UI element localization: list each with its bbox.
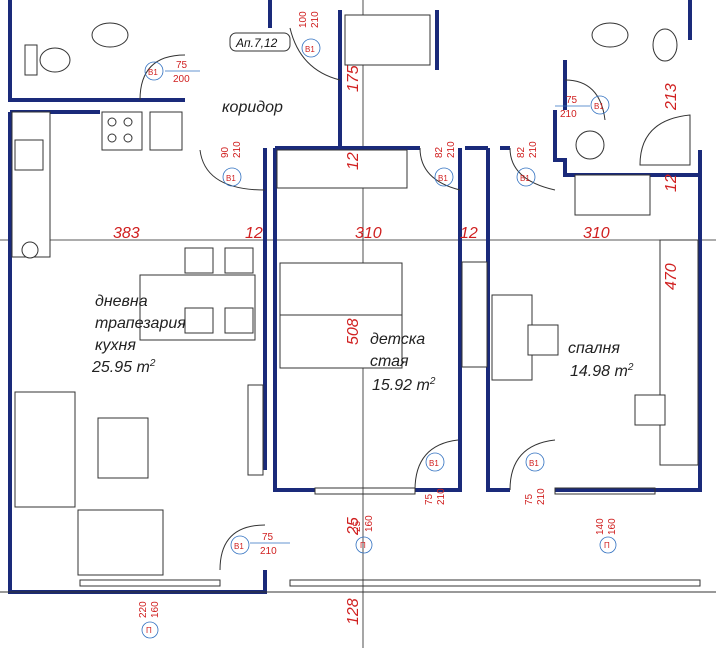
win-living-h: 160 [150,601,161,618]
living-label-3: кухня [95,337,136,354]
dim-383: 383 [113,225,140,242]
window-frames [0,487,716,593]
bathroom-fixtures [24,14,691,166]
dim-310a: 310 [355,225,382,242]
dining-set [139,247,256,341]
win-kids-h: 160 [364,515,375,532]
room-labels: коридор дневна трапезария кухня 25.95 m2… [91,99,634,394]
door-living-balcony-w: 75 [262,532,274,543]
tag-kitchen: B1 [226,174,236,183]
kids-label-2: стая [370,353,409,370]
door-top-h: 210 [310,11,321,28]
bedroom-label: спалня [568,340,620,357]
tag-kids-balcony: B1 [429,459,439,468]
win-living-w: 220 [138,601,149,618]
dim-25: 25 [345,517,362,536]
door-wc-h: 200 [173,74,190,85]
door-kids-w: 82 [434,146,445,158]
door-kids-balcony-w: 75 [424,493,435,505]
kids-area: 15.92 m2 [372,376,436,394]
tag-bath: B1 [594,102,604,111]
door-kitchen-w: 90 [220,146,231,158]
tag-living-balcony: B1 [234,542,244,551]
tag-win-kids: П [360,541,366,550]
door-annotations: 100 210 B1 75 200 B1 75 210 B1 90 210 B1… [138,11,618,639]
living-area: 25.95 m2 [91,358,156,376]
dim-508: 508 [345,318,362,345]
door-bed-h: 210 [528,141,539,158]
kitchen-furniture [11,111,183,259]
living-label-2: трапезария [95,315,186,332]
door-bed-balcony-h: 210 [536,488,547,505]
dim-470: 470 [663,263,680,290]
kids-label-1: детска [370,331,425,348]
door-top-w: 100 [298,11,309,28]
corridor-label: коридор [222,99,283,116]
dim-128: 128 [345,598,362,625]
dim-310b: 310 [583,225,610,242]
tag-bed-balcony: B1 [529,459,539,468]
door-swings [139,27,606,571]
door-bath-w: 75 [566,95,578,106]
dim-213: 213 [663,83,680,111]
dim-12a: 12 [245,225,263,242]
door-bath-h: 210 [560,109,577,120]
dimension-labels: 383 12 310 12 310 175 213 12 12 470 508 … [113,65,680,625]
apartment-label-text: Ап.7,12 [235,36,278,50]
door-kids-h: 210 [446,141,457,158]
tag-win-living: П [146,626,152,635]
dim-12c: 12 [345,152,362,170]
tag-bed: B1 [520,174,530,183]
door-wc-w: 75 [176,60,188,71]
door-bed-balcony-w: 75 [524,493,535,505]
bedroom-area: 14.98 m2 [570,362,634,380]
win-kids-w: 25 [352,520,363,532]
win-bed-w: 140 [595,518,606,535]
dim-12d: 12 [663,174,680,192]
tag-kids: B1 [438,174,448,183]
door-living-balcony-h: 210 [260,546,277,557]
door-kids-balcony-h: 210 [436,488,447,505]
tag-wc: B1 [148,68,158,77]
living-label-1: дневна [95,293,148,310]
kids-furniture [276,149,488,369]
apartment-label: Ап.7,12 [229,32,291,52]
tag-win-bed: П [604,541,610,550]
dim-12b: 12 [460,225,478,242]
tag-top: B1 [305,45,315,54]
win-bed-h: 160 [607,518,618,535]
dim-175: 175 [345,65,362,92]
living-furniture [14,384,264,576]
door-kitchen-h: 210 [232,141,243,158]
bedroom-furniture [491,174,699,466]
door-bed-w: 82 [516,146,527,158]
